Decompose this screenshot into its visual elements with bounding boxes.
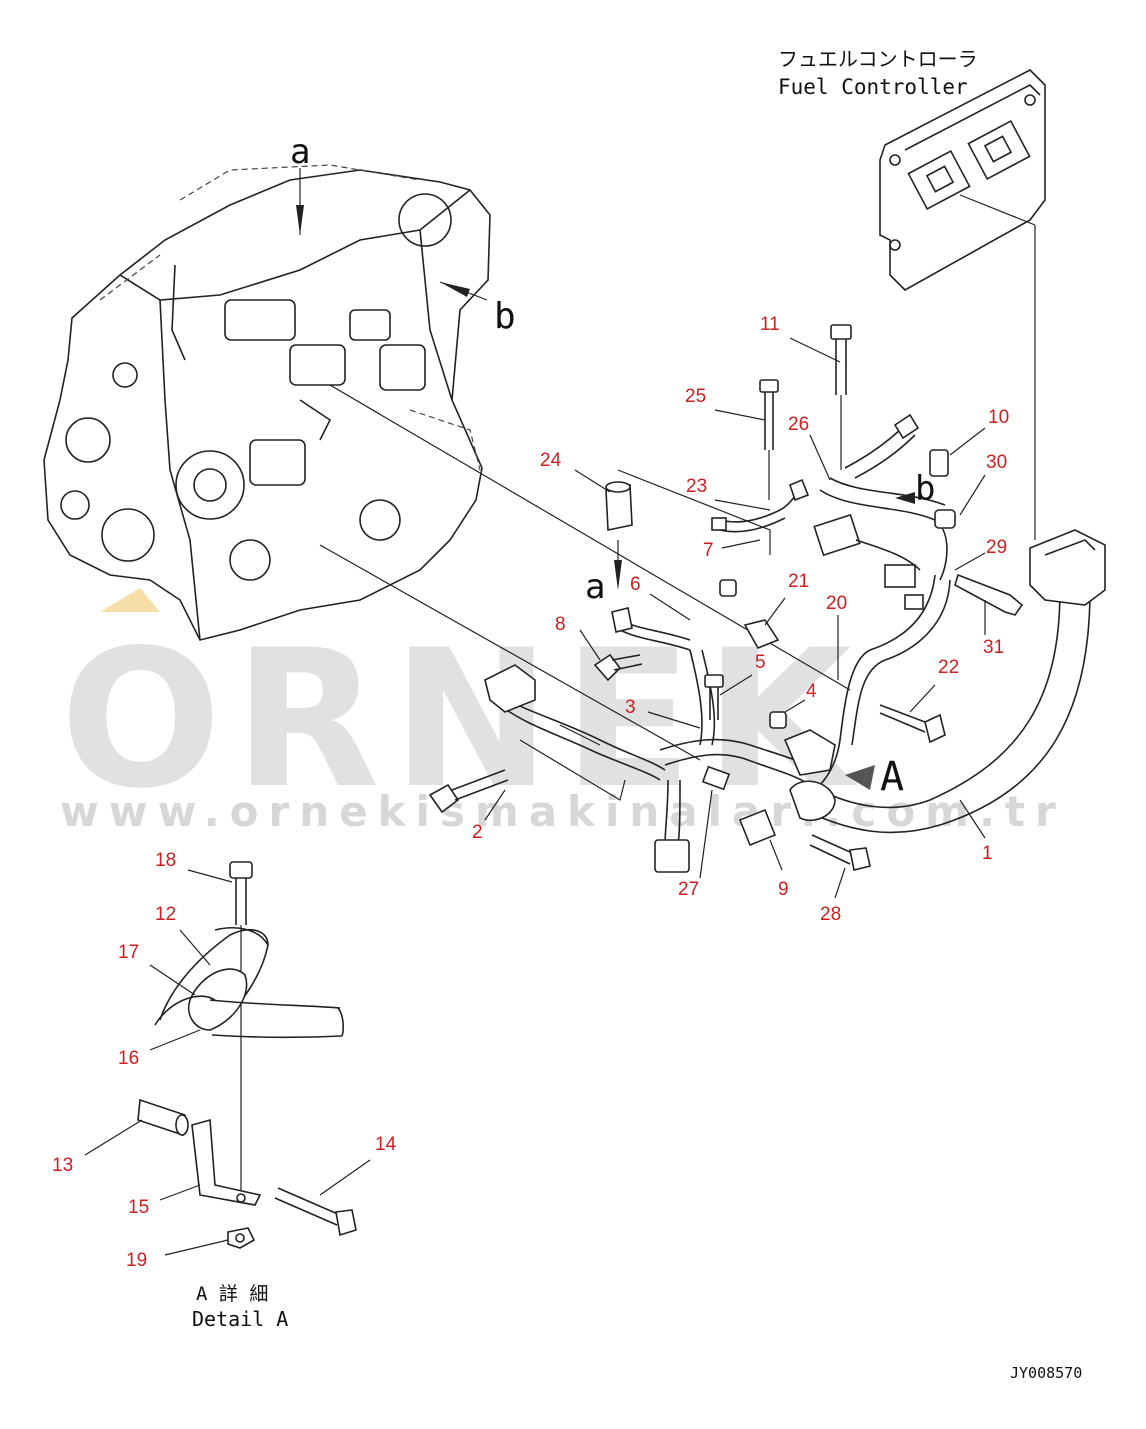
callout-leaders — [84, 337, 986, 1256]
upper-center-parts: b a — [585, 324, 1024, 616]
callout-3: 3 — [625, 697, 636, 718]
engine-block — [43, 164, 491, 641]
callout-15: 15 — [128, 1197, 149, 1218]
callout-19: 19 — [126, 1250, 147, 1271]
callout-23: 23 — [686, 476, 707, 497]
view-letter-b-mid: b — [915, 469, 935, 509]
callout-27: 27 — [678, 879, 699, 900]
callout-5: 5 — [755, 652, 766, 673]
callout-8: 8 — [555, 614, 566, 635]
fuel-controller-title-en: Fuel Controller — [778, 75, 968, 99]
center-parts: A — [428, 579, 946, 871]
callout-28: 28 — [820, 904, 841, 925]
drawing-number: JY008570 — [1010, 1364, 1082, 1382]
view-a-top: a — [290, 132, 310, 235]
callout-18: 18 — [155, 850, 176, 871]
callout-21: 21 — [788, 571, 809, 592]
fuel-controller: フュエルコントローラ Fuel Controller — [778, 47, 1046, 540]
callout-4: 4 — [806, 681, 817, 702]
detail-a-title-en: Detail A — [192, 1307, 288, 1331]
watermark: ORNEK www.ornekismakinalari.com.tr — [60, 588, 1066, 836]
callout-9: 9 — [778, 879, 789, 900]
callout-16: 16 — [118, 1048, 139, 1069]
callout-17: 17 — [118, 942, 139, 963]
callout-29: 29 — [986, 537, 1007, 558]
callout-14: 14 — [375, 1134, 397, 1155]
arrow-left-icon — [440, 282, 470, 297]
arrow-left-icon — [895, 492, 915, 504]
leader-engine-lower — [319, 544, 701, 761]
view-letter-a-mid: a — [585, 567, 605, 607]
view-b-right: b — [439, 281, 516, 337]
view-letter-A: A — [880, 754, 904, 800]
callout-2: 2 — [472, 822, 483, 843]
view-letter-a-top: a — [290, 132, 310, 172]
arrow-left-icon — [845, 765, 875, 790]
detail-a: A 詳 細 Detail A — [137, 861, 357, 1331]
callout-12: 12 — [155, 904, 176, 925]
callout-24: 24 — [540, 450, 562, 471]
callout-20: 20 — [826, 593, 847, 614]
detail-a-title-jp: A 詳 細 — [196, 1283, 268, 1305]
main-harness — [484, 413, 1106, 873]
arrow-down-icon — [296, 205, 304, 235]
callouts: 1 2 3 4 5 6 7 8 9 10 11 12 13 14 15 16 1… — [52, 314, 1009, 1271]
callout-7: 7 — [703, 540, 714, 561]
watermark-logo: ORNEK — [60, 609, 864, 830]
callout-25: 25 — [685, 386, 706, 407]
view-letter-b-right: b — [494, 296, 516, 337]
callout-30: 30 — [986, 452, 1007, 473]
watermark-url: www.ornekismakinalari.com.tr — [60, 787, 1066, 836]
fuel-controller-title-jp: フュエルコントローラ — [778, 47, 978, 71]
callout-26: 26 — [788, 414, 809, 435]
callout-13: 13 — [52, 1155, 73, 1176]
callout-22: 22 — [938, 657, 959, 678]
callout-1: 1 — [982, 843, 993, 864]
watermark-accent — [100, 588, 160, 612]
callout-10: 10 — [988, 407, 1009, 428]
callout-31: 31 — [983, 637, 1004, 658]
callout-6: 6 — [630, 574, 641, 595]
callout-11: 11 — [760, 314, 780, 335]
